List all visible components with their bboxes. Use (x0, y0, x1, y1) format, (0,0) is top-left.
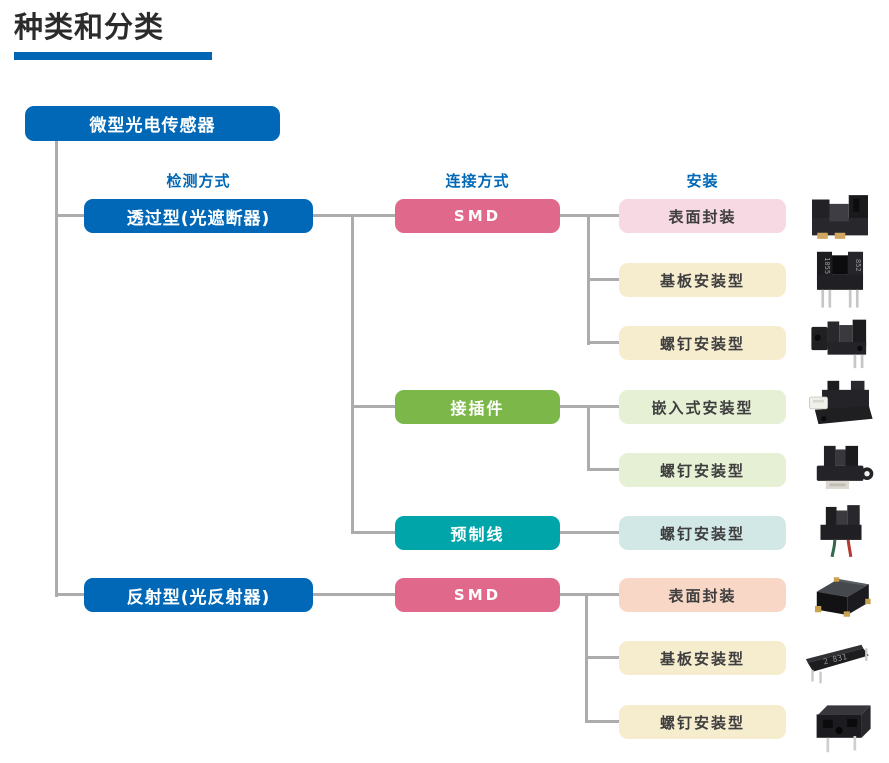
node-screw-mount-connector: 螺钉安装型 (619, 453, 786, 487)
connector-line (351, 531, 396, 534)
connector-line (585, 720, 619, 723)
connector-line (560, 214, 620, 217)
node-connector-connection: 接插件 (395, 390, 560, 424)
product-image-reflective-smd (806, 570, 876, 624)
product-image-reflective-board: 2 831 (800, 634, 880, 686)
title-underline (14, 52, 212, 60)
node-embedded-mount: 嵌入式安装型 (619, 390, 786, 424)
connector-line (55, 593, 85, 596)
svg-text:852: 852 (854, 259, 863, 272)
node-surface-mount: 表面封装 (619, 199, 786, 233)
node-board-mount: 基板安装型 (619, 263, 786, 297)
connector-line (351, 214, 354, 534)
connector-line (560, 593, 620, 596)
node-screw-mount-prewired: 螺钉安装型 (619, 516, 786, 550)
column-header-detection: 检测方式 (166, 171, 231, 190)
connector-line (587, 278, 619, 281)
connector-line (587, 468, 619, 471)
connector-line (585, 656, 619, 659)
connector-line (587, 341, 619, 344)
connector-line (313, 214, 395, 217)
product-image-slot-screw (806, 314, 876, 372)
node-board-mount-reflective: 基板安装型 (619, 641, 786, 675)
column-header-mounting: 安装 (686, 171, 719, 190)
node-smd-connection: SMD (395, 199, 560, 233)
node-through-beam-type: 透过型(光遮断器) (84, 199, 313, 233)
node-prewired-connection: 预制线 (395, 516, 560, 550)
product-image-slot-smd (804, 189, 876, 245)
product-image-reflective-screw (804, 696, 876, 758)
node-screw-mount: 螺钉安装型 (619, 326, 786, 360)
node-reflective-type: 反射型(光反射器) (84, 578, 313, 612)
connector-line (560, 405, 620, 408)
product-image-slot-board: 1055 852 (806, 250, 874, 312)
connector-line (55, 214, 85, 217)
product-image-connector-screw (806, 442, 876, 500)
column-header-connection: 连接方式 (445, 171, 510, 190)
connector-line (560, 531, 620, 534)
node-surface-mount-reflective: 表面封装 (619, 578, 786, 612)
node-smd-connection-reflective: SMD (395, 578, 560, 612)
node-screw-mount-reflective: 螺钉安装型 (619, 705, 786, 739)
connector-line (351, 405, 396, 408)
page-title: 种类和分类 (14, 10, 165, 44)
connector-line (55, 141, 58, 597)
connector-line (587, 405, 590, 471)
svg-text:1055: 1055 (823, 257, 832, 274)
product-image-prewired (808, 503, 874, 559)
node-root-sensor: 微型光电传感器 (25, 106, 280, 141)
connector-line (313, 593, 395, 596)
product-image-connector (804, 379, 878, 435)
